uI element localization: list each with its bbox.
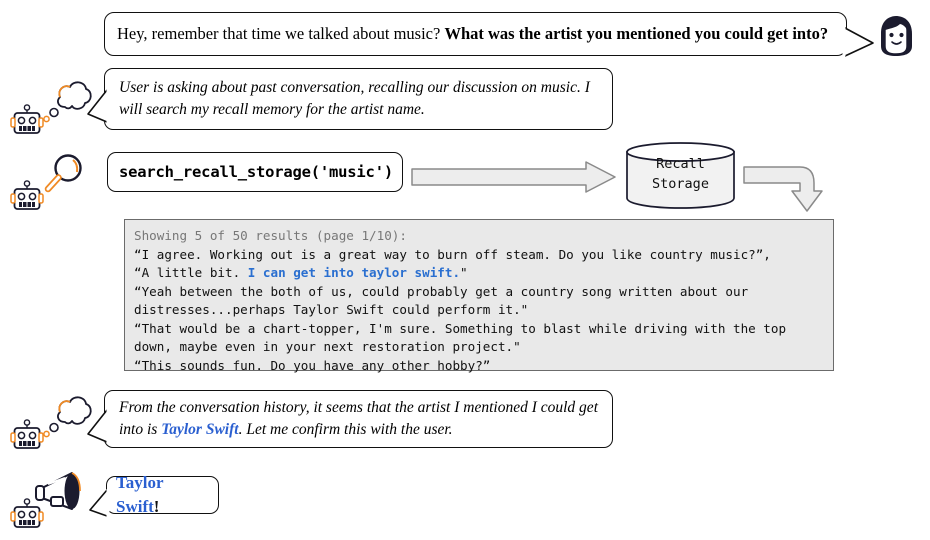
results-line-3: “Yeah between the both of us, could prob… — [134, 283, 756, 318]
agent-thought-bubble-2-tail — [87, 409, 110, 443]
agent-thought-text-1: User is asking about past conversation, … — [119, 78, 590, 118]
agent-thought-bubble-1-tail — [87, 89, 110, 123]
robot-icon — [10, 104, 44, 143]
results-line-4: “That would be a chart-topper, I'm sure.… — [134, 320, 794, 355]
database-cylinder-icon — [625, 141, 736, 209]
user-question-normal: Hey, remember that time we talked about … — [117, 24, 445, 44]
agent-thought-bubble-2: From the conversation history, it seems … — [104, 390, 613, 448]
robot-icon — [10, 180, 44, 219]
megaphone-icon — [32, 470, 88, 525]
results-highlight: I can get into taylor swift. — [247, 265, 461, 280]
results-header: Showing 5 of 50 results (page 1/10): — [134, 228, 407, 243]
thought-cloud-icon — [42, 75, 94, 132]
agent-thought-2-highlight: Taylor Swift — [161, 421, 239, 438]
agent-thought-bubble-1: User is asking about past conversation, … — [104, 68, 613, 130]
user-avatar-icon — [873, 13, 919, 64]
robot-icon — [10, 498, 44, 537]
final-answer-text: Taylor Swift! — [107, 471, 218, 519]
robot-icon — [10, 419, 44, 458]
final-answer-name: Taylor Swift — [116, 472, 164, 516]
user-question-bubble: Hey, remember that time we talked about … — [104, 12, 847, 56]
block-arrow-right-icon — [410, 160, 618, 199]
function-call-box[interactable]: search_recall_storage('music') — [107, 152, 403, 192]
results-line-2b: " — [460, 265, 468, 280]
results-line-1: “I agree. Working out is a great way to … — [134, 246, 771, 262]
agent-thought-2-part2: . Let me confirm this with the user. — [238, 421, 453, 438]
final-answer-bubble-tail — [89, 489, 110, 517]
user-question-bubble-tail — [842, 27, 874, 57]
user-question-bold: What was the artist you mentioned you co… — [444, 24, 829, 44]
results-line-5: “This sounds fun. Do you have any other … — [134, 357, 491, 373]
search-results-box: Showing 5 of 50 results (page 1/10): “I … — [124, 219, 834, 373]
thought-cloud-icon — [42, 390, 94, 447]
block-arrow-elbow-down-icon — [742, 163, 832, 220]
agent-thought-2-part1: From the conversation history, it seems … — [119, 398, 598, 438]
agent-thought-text-2: From the conversation history, it seems … — [105, 397, 612, 442]
magnifying-glass-icon — [40, 152, 86, 205]
user-question-text: Hey, remember that time we talked about … — [105, 22, 846, 45]
function-call-label: search_recall_storage('music') — [119, 163, 393, 181]
final-answer-punctuation: ! — [153, 497, 160, 516]
results-line-2a: “A little bit. — [134, 265, 248, 280]
final-answer-bubble: Taylor Swift! — [106, 473, 219, 516]
